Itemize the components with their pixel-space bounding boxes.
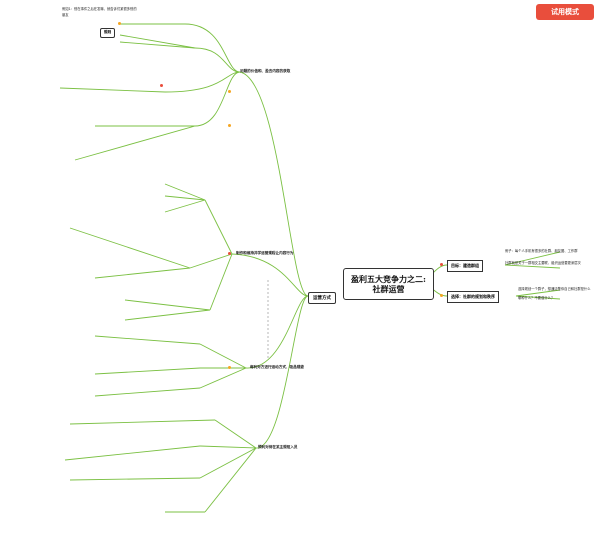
priority-dot — [228, 124, 231, 127]
choice-node[interactable]: 选择：社群的规划和秩序 — [447, 291, 499, 303]
branch-1[interactable]: 问题的价值和、盈去内容的获取 — [240, 69, 291, 73]
branch-3[interactable]: 每利对方进行运动方式、吸品规避 — [250, 365, 304, 369]
trial-mode-badge[interactable]: 试用模式 — [536, 4, 594, 20]
central-title-line2: 社群运营 — [372, 284, 405, 294]
priority-dot — [228, 90, 231, 93]
goal-item-2: 社群就是关于一群相交主要联、组织运营要更深层次 — [505, 261, 581, 265]
priority-dot — [440, 294, 443, 297]
priority-dot — [228, 252, 231, 255]
choice-item-2: 哪种什么？不要做什么？ — [518, 296, 555, 300]
goal-item-1: 例子：每个人手机有很多的社群、朋友圈、工作群 — [505, 249, 578, 253]
priority-dot — [440, 263, 443, 266]
central-title-line1: 盈利五大竞争力之二: — [351, 274, 426, 284]
branch-4[interactable]: 预利对待在某主规矩入员 — [258, 445, 298, 449]
priority-dot — [160, 84, 163, 87]
central-topic[interactable]: 盈利五大竞争力之二: 社群运营 — [343, 268, 434, 300]
goal-node[interactable]: 目标：建造群组 — [447, 260, 483, 272]
top-note-line2: 朋友 — [62, 13, 69, 17]
priority-dot — [118, 22, 121, 25]
top-note-line1: 例如1：别在事件之后在发嘛，就告诉们某很多别的 — [62, 7, 137, 11]
branch-2[interactable]: 制作和维持并学运营规程让内容行为 — [236, 251, 294, 255]
priority-dot — [228, 366, 231, 369]
left-root-node[interactable]: 运营方式 — [308, 292, 336, 304]
rule-box[interactable]: 规则 — [100, 28, 116, 38]
choice-item-1: 选择规划一个群子，想通清楚你自己和社群是什么 — [518, 287, 591, 291]
